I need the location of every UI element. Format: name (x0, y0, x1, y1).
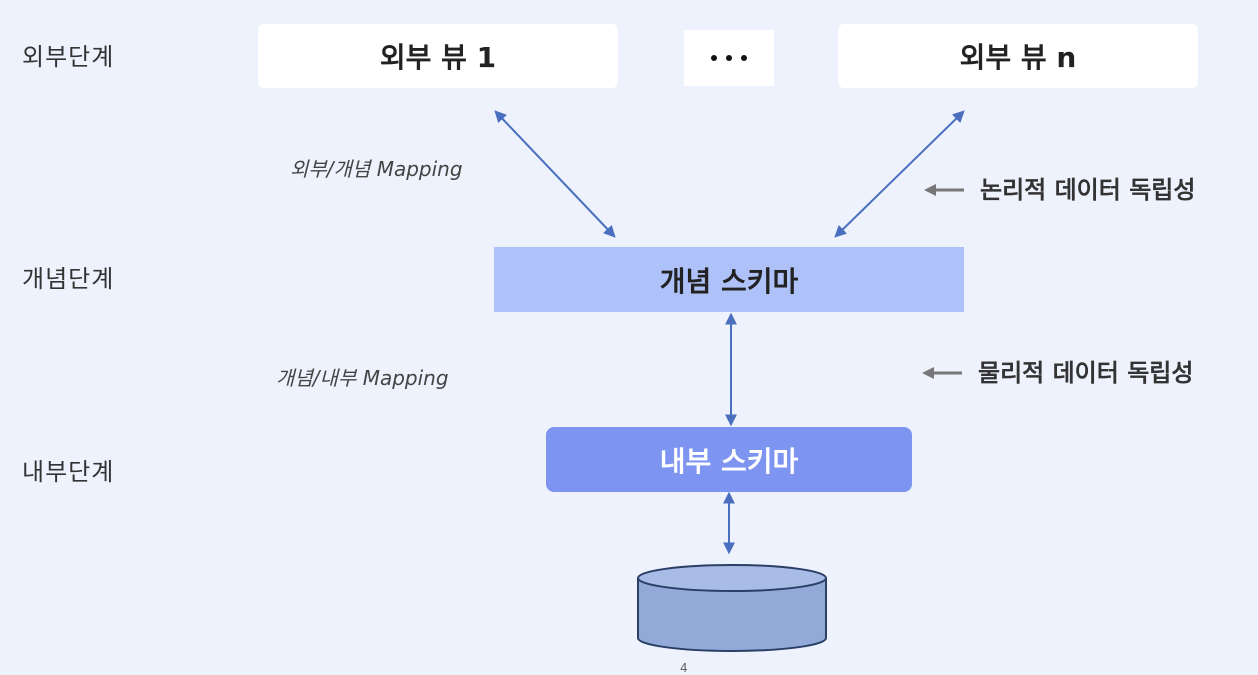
ellipsis-dot (726, 55, 732, 61)
external-view-n-label: 외부 뷰 n (959, 41, 1077, 74)
conceptual-schema-label: 개념 스키마 (659, 264, 799, 298)
ellipsis-box (684, 30, 774, 86)
external-view-n-box: 외부 뷰 n (838, 24, 1198, 88)
ellipsis-dot (741, 55, 747, 61)
ellipsis-dot (711, 55, 717, 61)
external-view-1-label: 외부 뷰 1 (379, 41, 497, 74)
conceptual-internal-mapping-label: 개념/내부 Mapping (276, 366, 449, 390)
internal-schema-box: 내부 스키마 (546, 427, 912, 492)
physical-independence-label: 물리적 데이터 독립성 (978, 359, 1194, 387)
external-view-1-box: 외부 뷰 1 (258, 24, 618, 88)
logical-independence-label: 논리적 데이터 독립성 (980, 176, 1196, 204)
arrow-view1-concept (494, 110, 616, 238)
page-number: 4 (680, 661, 688, 675)
arrow-left-icon (922, 367, 962, 379)
internal-schema-label: 내부 스키마 (659, 444, 799, 478)
physical-independence: 물리적 데이터 독립성 (922, 358, 1193, 388)
arrow-viewn-concept (834, 110, 965, 238)
conceptual-level-label: 개념단계 (22, 265, 115, 293)
conceptual-schema-box: 개념 스키마 (494, 247, 964, 312)
internal-level-label: 내부단계 (22, 458, 115, 486)
external-level-label: 외부단계 (22, 43, 115, 71)
database-icon (637, 564, 827, 652)
external-conceptual-mapping-label: 외부/개념 Mapping (290, 157, 463, 181)
